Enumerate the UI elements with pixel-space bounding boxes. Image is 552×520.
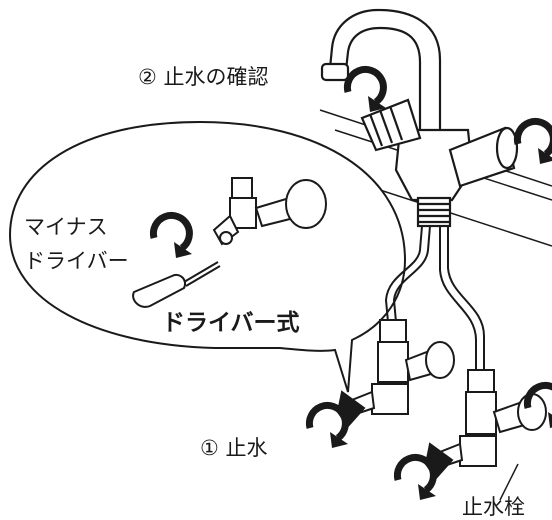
- faucet-icon: [320, 8, 519, 228]
- detail-valve-icon: [212, 177, 327, 246]
- rotation-icon-right-valve: [397, 457, 436, 500]
- rotation-icon-step1: [309, 405, 348, 448]
- right-stop-valve-icon: [424, 369, 547, 480]
- supply-hoses: [384, 225, 485, 372]
- screwdriver-icon: [132, 261, 221, 308]
- stop-valve-leader: [499, 463, 519, 501]
- screwdriver-label-line1: マイナス: [24, 215, 108, 239]
- rotation-icon-right-handle: [517, 121, 552, 164]
- stop-valve-label: 止水栓: [462, 495, 525, 519]
- screwdriver-label-line2: ドライバー: [24, 249, 129, 273]
- step2-label: ② 止水の確認: [138, 65, 269, 89]
- screwdriver-type-label: ドライバー式: [162, 310, 300, 336]
- step1-label: ① 止水: [200, 436, 268, 460]
- rotation-icon-step2: [347, 69, 386, 112]
- left-stop-valve-icon: [336, 319, 455, 428]
